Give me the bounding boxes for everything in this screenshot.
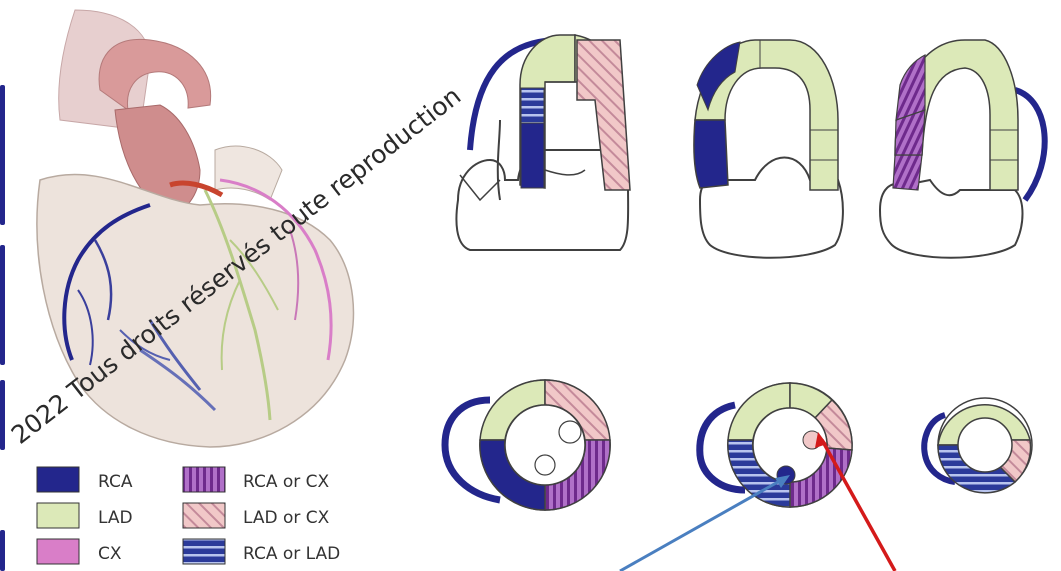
long-axis-view-1	[456, 35, 630, 250]
legend-label-rca: RCA	[98, 472, 133, 492]
aorta-arch	[99, 39, 211, 110]
short-axis-mid	[700, 383, 852, 507]
legend: RCA LAD CX RCA or CX LAD or CX RCA or LA…	[37, 467, 340, 564]
legend-item-rca: RCA	[37, 467, 133, 492]
legend-item-lad-or-cx: LAD or CX	[183, 503, 330, 528]
long-axis-view-3	[880, 40, 1045, 258]
rca-inferior-segment	[694, 120, 728, 188]
legend-label-lad: LAD	[98, 508, 133, 528]
legend-item-cx: CX	[37, 539, 122, 564]
cx-epicardial-arc	[1015, 90, 1045, 200]
legend-item-rca-or-lad: RCA or LAD	[183, 539, 340, 564]
long-axis-view-2	[694, 40, 843, 258]
legend-item-rca-or-cx: RCA or CX	[183, 467, 330, 492]
short-axis-apical	[924, 398, 1032, 493]
legend-label-rca-or-cx: RCA or CX	[243, 472, 330, 492]
legend-label-cx: CX	[98, 544, 122, 564]
legend-label-rca-or-lad: RCA or LAD	[243, 544, 340, 564]
legend-label-lad-or-cx: LAD or CX	[243, 508, 330, 528]
left-edge-fragments	[0, 85, 5, 571]
arrow-blue-icon	[620, 475, 790, 571]
short-axis-basal	[445, 380, 610, 510]
legend-item-lad: LAD	[37, 503, 133, 528]
